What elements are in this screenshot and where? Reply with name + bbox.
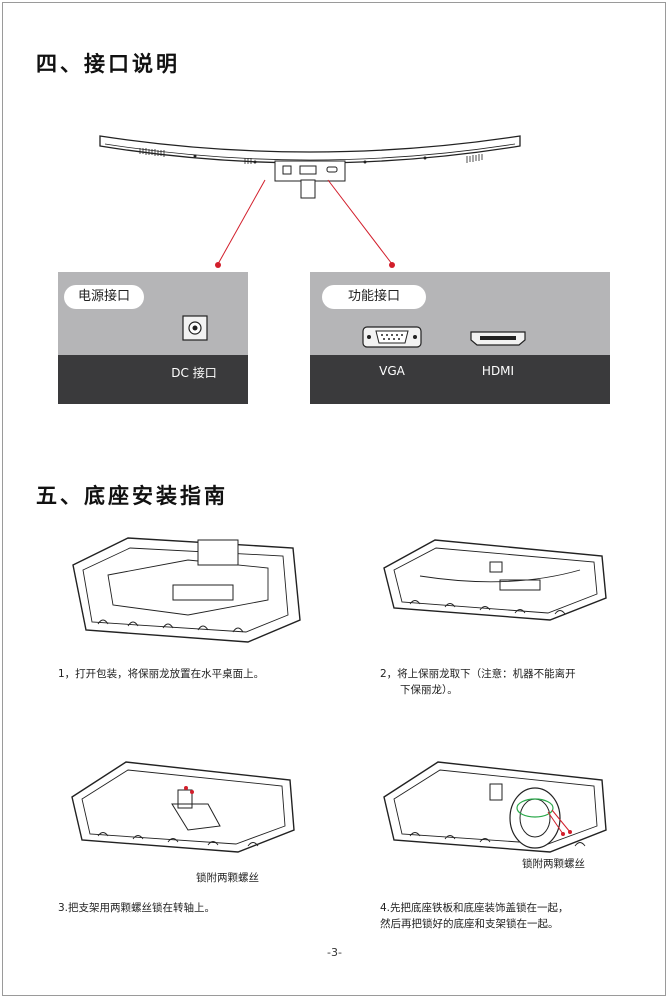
step1-foam-illustration bbox=[72, 537, 301, 643]
vga-port-label: VGA bbox=[379, 364, 405, 378]
step4-caption: 锁附两颗螺丝 bbox=[522, 858, 585, 870]
step3-stand-attach-illustration bbox=[71, 761, 295, 853]
step4-text-line1: 4.先把底座铁板和底座装饰盖锁在一起， bbox=[380, 902, 569, 914]
step1-text: 1，打开包装，将保丽龙放置在水平桌面上。 bbox=[58, 668, 265, 680]
dc-port-label: DC 接口 bbox=[171, 366, 217, 380]
function-panel-footer bbox=[310, 355, 610, 404]
power-leader-dot bbox=[215, 262, 221, 268]
page-number: -3- bbox=[327, 946, 342, 959]
power-connector-panel: 电源接口 DC 接口 bbox=[58, 272, 248, 404]
step3-text: 3.把支架用两颗螺丝锁在转轴上。 bbox=[58, 902, 216, 914]
step4-base-attach-illustration bbox=[383, 761, 607, 853]
monitor-rear-illustration bbox=[99, 135, 521, 199]
section-4-title: 四、接口说明 bbox=[36, 52, 180, 76]
section-5-title: 五、底座安装指南 bbox=[36, 484, 228, 508]
step2-text-line2: 下保丽龙）。 bbox=[400, 684, 458, 696]
function-port-pill: 功能接口 bbox=[322, 285, 426, 309]
step3-caption: 锁附两颗螺丝 bbox=[196, 872, 259, 884]
function-connector-panel: 功能接口 VGA HDMI bbox=[310, 272, 610, 404]
step2-text-line1: 2，将上保丽龙取下（注意：机器不能离开 bbox=[380, 668, 576, 680]
connector-leader-lines bbox=[217, 179, 393, 265]
vga-port-icon bbox=[362, 326, 422, 348]
hdmi-port-icon bbox=[470, 331, 526, 346]
step2-monitor-in-foam-illustration bbox=[383, 539, 607, 621]
power-port-pill: 电源接口 bbox=[64, 285, 144, 309]
hdmi-port-label: HDMI bbox=[481, 364, 515, 378]
power-panel-footer bbox=[58, 355, 248, 404]
dc-jack-icon bbox=[182, 315, 208, 341]
function-leader-dot bbox=[389, 262, 395, 268]
step4-text-line2: 然后再把锁好的底座和支架锁在一起。 bbox=[380, 918, 559, 930]
